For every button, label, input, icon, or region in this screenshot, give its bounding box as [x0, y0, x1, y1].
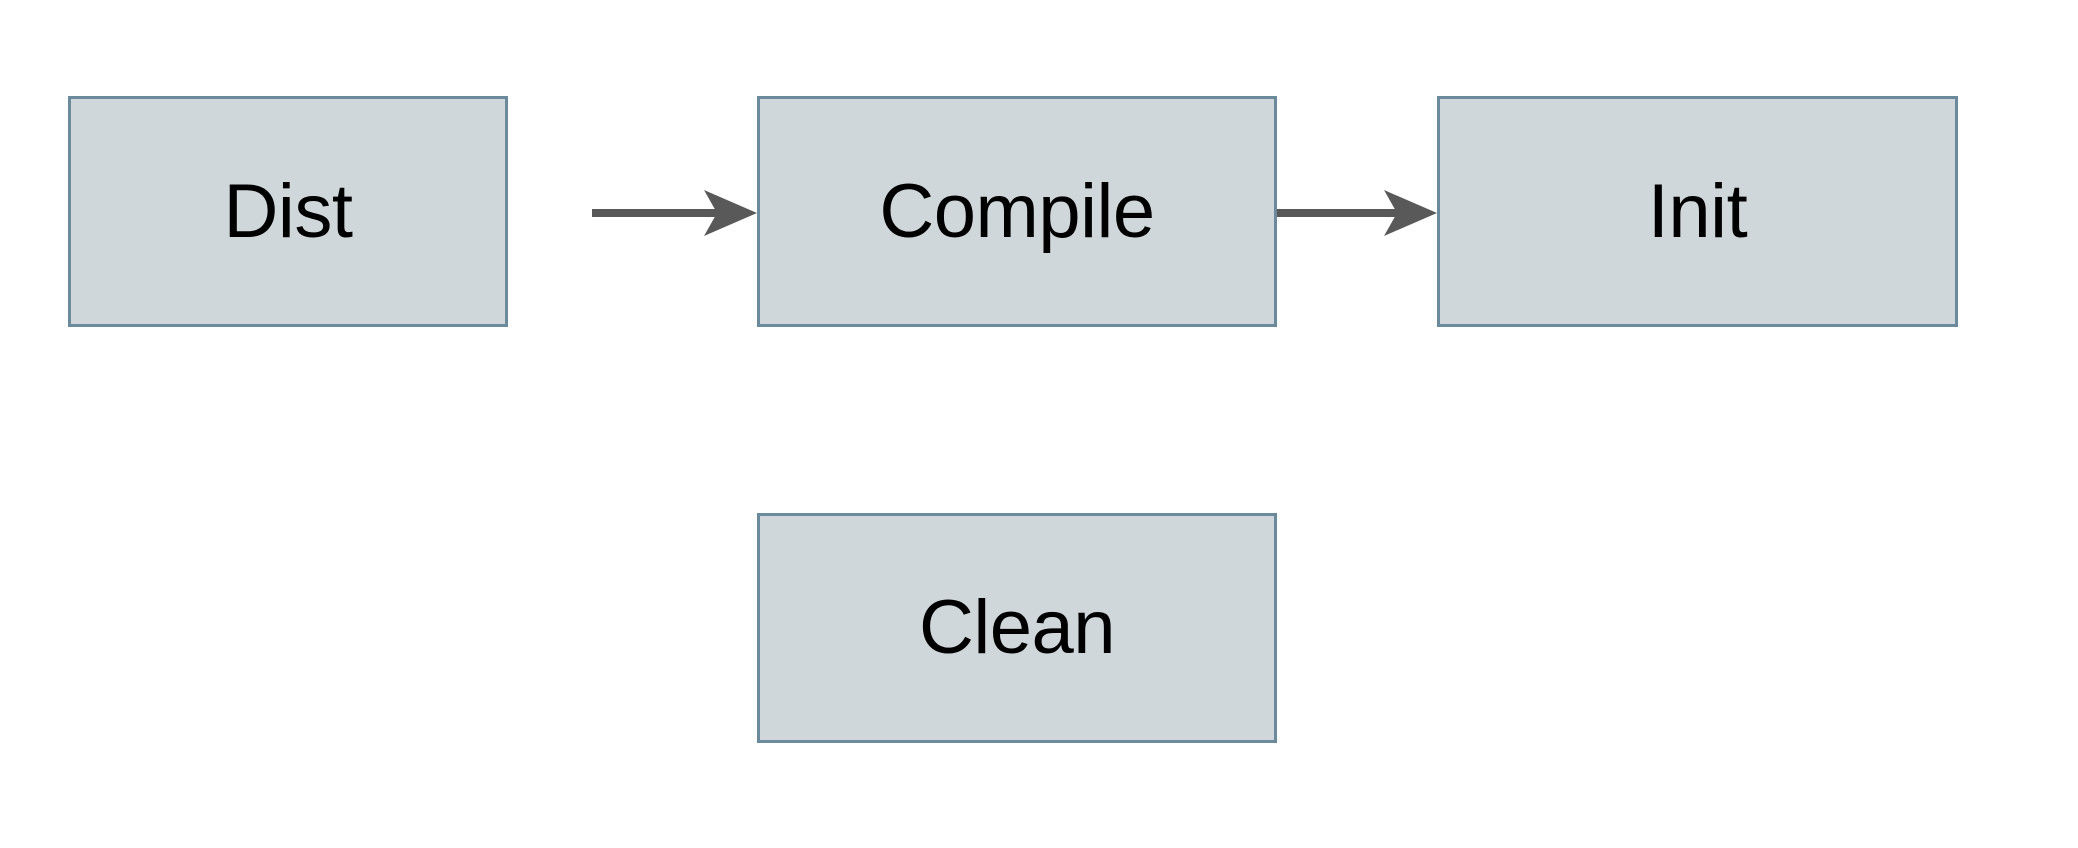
node-init-label: Init — [1647, 168, 1748, 254]
node-dist-label: Dist — [223, 168, 353, 254]
node-init[interactable]: Init — [1437, 96, 1958, 327]
node-clean-label: Clean — [918, 585, 1116, 670]
node-dist[interactable]: Dist — [68, 96, 508, 327]
node-clean[interactable]: Clean — [757, 513, 1277, 743]
node-compile-label: Compile — [879, 168, 1155, 254]
edge-compile-to-init[interactable] — [1277, 182, 1437, 244]
arrow-icon — [592, 190, 757, 236]
node-compile[interactable]: Compile — [757, 96, 1277, 327]
arrow-icon — [1277, 190, 1437, 236]
edge-dist-to-compile[interactable] — [508, 182, 757, 244]
